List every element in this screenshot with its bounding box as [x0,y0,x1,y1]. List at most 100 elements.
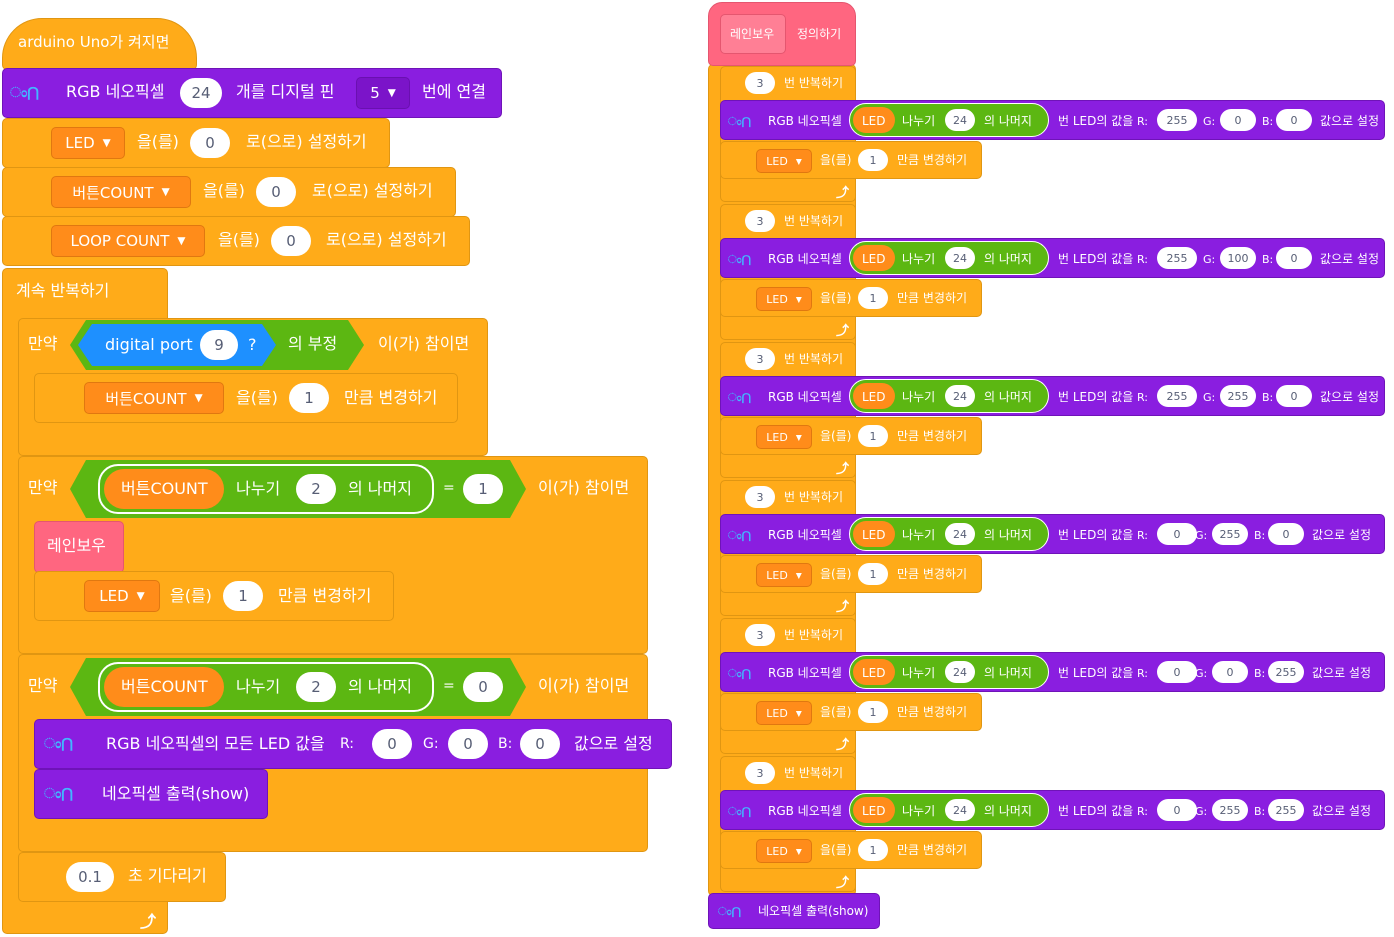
r-input[interactable]: 0 [1157,523,1197,545]
set-led-mid: 번 LED의 값을 [1058,252,1134,266]
set-loopcount-value-input[interactable]: 0 [271,226,311,256]
set-led-color-block[interactable] [720,238,1385,278]
set-all-r-input[interactable]: 0 [372,729,412,759]
change-led-var-dropdown[interactable]: LED▼ [756,425,812,449]
r-input[interactable]: 0 [1157,661,1197,683]
wait-seconds-input[interactable]: 0.1 [66,862,114,892]
if2-then: 이(가) 참이면 [538,478,630,497]
set-btncount-value-input[interactable]: 0 [256,177,296,207]
divisor-input[interactable]: 24 [945,385,975,407]
neopixel-init-block[interactable] [2,68,502,118]
led-reporter[interactable] [853,107,895,133]
set-led-color-block[interactable] [720,100,1385,140]
change-led-var-dropdown[interactable]: LED▼ [84,580,160,612]
change-btncount-value-input[interactable]: 1 [289,383,329,413]
r-input[interactable]: 255 [1157,109,1197,131]
divisor-input[interactable]: 24 [945,799,975,821]
divisor-input-2[interactable]: 2 [296,672,336,702]
neopixel-extension-icon: ಂ⋂ [44,786,74,802]
repeat-count-input[interactable]: 3 [745,72,775,94]
led-reporter[interactable] [853,383,895,409]
change-led-value-input[interactable]: 1 [858,563,888,585]
change-led-var-dropdown[interactable]: LED▼ [756,287,812,311]
dropdown-arrow-icon: ▼ [102,137,111,149]
rhs-input-2[interactable]: 0 [463,672,503,702]
rhs-input-1[interactable]: 1 [463,474,503,504]
change-led-var-dropdown[interactable]: LED▼ [756,701,812,725]
set-loopcount-mid: 을(를) [218,230,260,249]
repeat-count-input[interactable]: 3 [745,762,775,784]
set-led-var-dropdown[interactable]: LED▼ [51,127,125,159]
b-input[interactable]: 0 [1268,523,1304,545]
set-all-leds-block[interactable] [34,719,672,769]
repeat-count-input[interactable]: 3 [745,210,775,232]
loop-arrow-icon: ⤴ [836,462,850,477]
repeat-count-input[interactable]: 3 [745,624,775,646]
change-btncount-var-dropdown[interactable]: 버튼COUNT▼ [84,382,224,414]
g-input[interactable]: 100 [1220,247,1256,269]
neopixel-count-input[interactable]: 24 [180,78,222,108]
set-all-b-input[interactable]: 0 [520,729,560,759]
led-reporter[interactable] [853,797,895,823]
not-label: 의 부정 [288,334,338,353]
g-input[interactable]: 255 [1220,385,1256,407]
digital-port-q: ? [248,335,257,354]
set-all-r-label: R: [340,736,355,752]
change-led-var-dropdown[interactable]: LED▼ [756,563,812,587]
pin-dropdown[interactable]: 5▼ [356,77,410,109]
g-input[interactable]: 255 [1212,799,1248,821]
set-btncount-var-dropdown[interactable]: 버튼COUNT▼ [51,176,191,208]
dropdown-arrow-icon: ▼ [795,156,802,166]
neopixel-extension-icon: ಂ⋂ [718,905,741,918]
change-led-var-dropdown[interactable]: LED▼ [756,839,812,863]
change-led-var-dropdown[interactable]: LED▼ [756,149,812,173]
divisor-input[interactable]: 24 [945,661,975,683]
b-input[interactable]: 0 [1276,109,1312,131]
divisor-input[interactable]: 24 [945,109,975,131]
b-input[interactable]: 255 [1268,799,1304,821]
led-reporter-label: LED [862,252,886,266]
change-led-var: LED [766,430,788,444]
led-reporter[interactable] [853,521,895,547]
b-input[interactable]: 255 [1268,661,1304,683]
g-input[interactable]: 255 [1212,523,1248,545]
mod-label: 의 나머지 [984,390,1032,404]
change-led-value-input[interactable]: 1 [858,287,888,309]
loop-arrow-icon: ⤴ [836,324,850,339]
set-led-mid: 번 LED의 값을 [1058,114,1134,128]
set-led-value-input[interactable]: 0 [190,128,230,158]
neopixel-show-block-right[interactable] [708,893,880,929]
led-reporter[interactable] [853,245,895,271]
btncount-reporter-2[interactable] [104,667,224,707]
r-input[interactable]: 255 [1157,385,1197,407]
btncount-reporter-1[interactable] [104,469,224,509]
r-input[interactable]: 255 [1157,247,1197,269]
change-led-value-input[interactable]: 1 [858,425,888,447]
led-reporter[interactable] [853,659,895,685]
set-all-g-input[interactable]: 0 [448,729,488,759]
repeat-count-input[interactable]: 3 [745,486,775,508]
divisor-input[interactable]: 24 [945,523,975,545]
digital-port-input[interactable]: 9 [200,330,238,360]
wait-block[interactable] [18,852,226,902]
digital-port-reporter[interactable] [78,324,276,366]
g-input[interactable]: 0 [1220,109,1256,131]
eq-label-2: = [443,678,455,694]
divisor-input[interactable]: 24 [945,247,975,269]
g-input[interactable]: 0 [1212,661,1248,683]
change-led-value-input[interactable]: 1 [223,581,263,611]
neopixel-show-block-left[interactable] [34,769,268,819]
change-led-value-input[interactable]: 1 [858,149,888,171]
b-input[interactable]: 0 [1276,385,1312,407]
change-led-value-input[interactable]: 1 [858,839,888,861]
set-loopcount-var-dropdown[interactable]: LOOP COUNT▼ [51,225,205,257]
divisor-input-1[interactable]: 2 [296,474,336,504]
if3-label: 만약 [28,676,58,695]
repeat-count-input[interactable]: 3 [745,348,775,370]
set-led-color-block[interactable] [720,376,1385,416]
r-input[interactable]: 0 [1157,799,1197,821]
b-input[interactable]: 0 [1276,247,1312,269]
set-led-mid: 을(를) [137,132,179,151]
neo-init-prefix: RGB 네오픽셀 [66,82,165,101]
change-led-value-input[interactable]: 1 [858,701,888,723]
